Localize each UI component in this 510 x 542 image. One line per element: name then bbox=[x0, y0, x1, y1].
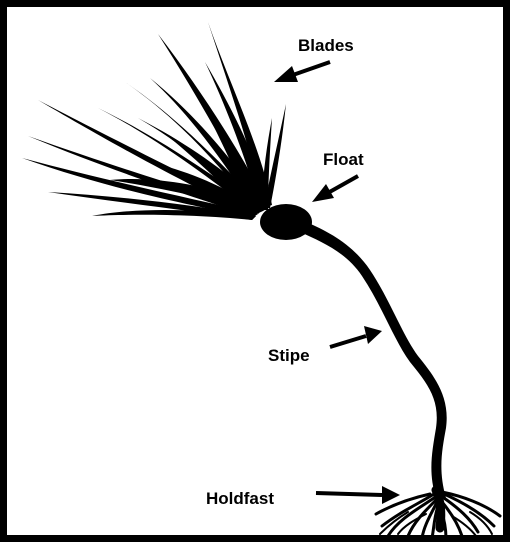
kelp-float bbox=[260, 204, 312, 240]
label-blades: Blades bbox=[298, 36, 354, 55]
diagram-border bbox=[4, 4, 507, 539]
label-holdfast: Holdfast bbox=[206, 489, 274, 508]
label-float: Float bbox=[323, 150, 364, 169]
label-stipe: Stipe bbox=[268, 346, 310, 365]
